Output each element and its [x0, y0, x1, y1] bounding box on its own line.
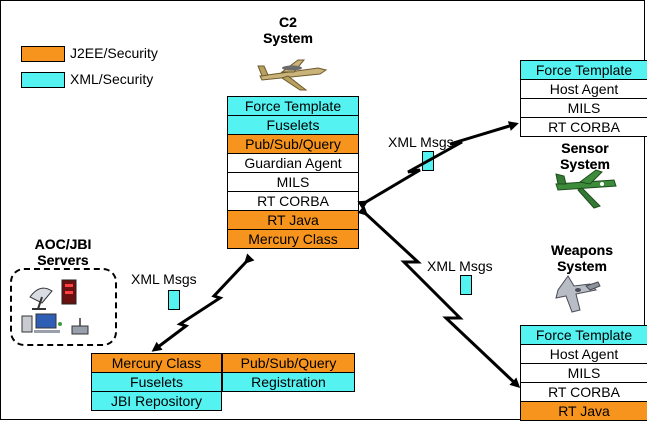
c2-row-fuselets: Fuselets — [227, 115, 359, 135]
c2-row-rt-java: RT Java — [227, 210, 359, 230]
message-envelope-icon — [168, 290, 180, 310]
aoc-title: AOC/JBI Servers — [22, 236, 104, 268]
jbi-right-stack: Pub/Sub/Query Registration — [222, 353, 355, 392]
c2-title-line2: System — [263, 30, 313, 46]
aoc-title-line1: AOC/JBI — [34, 236, 92, 252]
jbi-row-mercury-class: Mercury Class — [91, 353, 222, 373]
legend-swatch-xml — [21, 72, 65, 88]
sensor-row-host-agent: Host Agent — [520, 79, 647, 99]
sensor-title-line2: System — [560, 156, 610, 172]
sensor-stack: Force Template Host Agent MILS RT CORBA — [520, 60, 647, 137]
c2-row-guardian-agent: Guardian Agent — [227, 153, 359, 173]
weapons-title-line1: Weapons — [551, 242, 613, 258]
weapons-row-mils: MILS — [520, 363, 647, 383]
weapons-row-host-agent: Host Agent — [520, 344, 647, 364]
weapons-stack: Force Template Host Agent MILS RT CORBA … — [520, 325, 647, 421]
aoc-title-line2: Servers — [37, 252, 89, 268]
sensor-title-line1: Sensor — [561, 140, 609, 156]
weapons-title-line2: System — [557, 258, 607, 274]
jbi-row-pub-sub-query: Pub/Sub/Query — [222, 353, 355, 373]
sensor-row-force-template: Force Template — [520, 60, 647, 80]
jbi-row-registration: Registration — [222, 372, 355, 392]
sensor-row-rt-corba: RT CORBA — [520, 117, 647, 137]
jbi-row-jbi-repository: JBI Repository — [91, 391, 222, 411]
weapons-row-rt-corba: RT CORBA — [520, 382, 647, 402]
c2-row-rt-corba: RT CORBA — [227, 191, 359, 211]
jbi-left-stack: Mercury Class Fuselets JBI Repository — [91, 353, 222, 411]
msg-label-c2-sensor: XML Msgs — [388, 134, 454, 150]
sensor-title: Sensor System — [553, 140, 617, 172]
msg-label-c2-weapons: XML Msgs — [427, 258, 493, 274]
jbi-row-fuselets: Fuselets — [91, 372, 222, 392]
msg-label-c2-jbi: XML Msgs — [131, 271, 197, 287]
c2-row-mils: MILS — [227, 172, 359, 192]
c2-title-line1: C2 — [279, 14, 297, 30]
weapons-row-rt-java: RT Java — [520, 401, 647, 421]
c2-row-pub-sub-query: Pub/Sub/Query — [227, 134, 359, 154]
legend-label-j2ee: J2EE/Security — [70, 45, 158, 61]
legend-swatch-j2ee — [21, 46, 65, 62]
weapons-row-force-template: Force Template — [520, 325, 647, 345]
c2-stack: Force Template Fuselets Pub/Sub/Query Gu… — [227, 96, 359, 249]
sensor-row-mils: MILS — [520, 98, 647, 118]
message-envelope-icon — [422, 151, 434, 171]
weapons-title: Weapons System — [540, 242, 624, 274]
c2-title: C2 System — [252, 14, 324, 46]
message-envelope-icon — [460, 275, 472, 295]
legend-label-xml: XML/Security — [70, 71, 154, 87]
c2-row-force-template: Force Template — [227, 96, 359, 116]
aoc-servers-group — [10, 268, 117, 346]
c2-row-mercury-class: Mercury Class — [227, 229, 359, 249]
